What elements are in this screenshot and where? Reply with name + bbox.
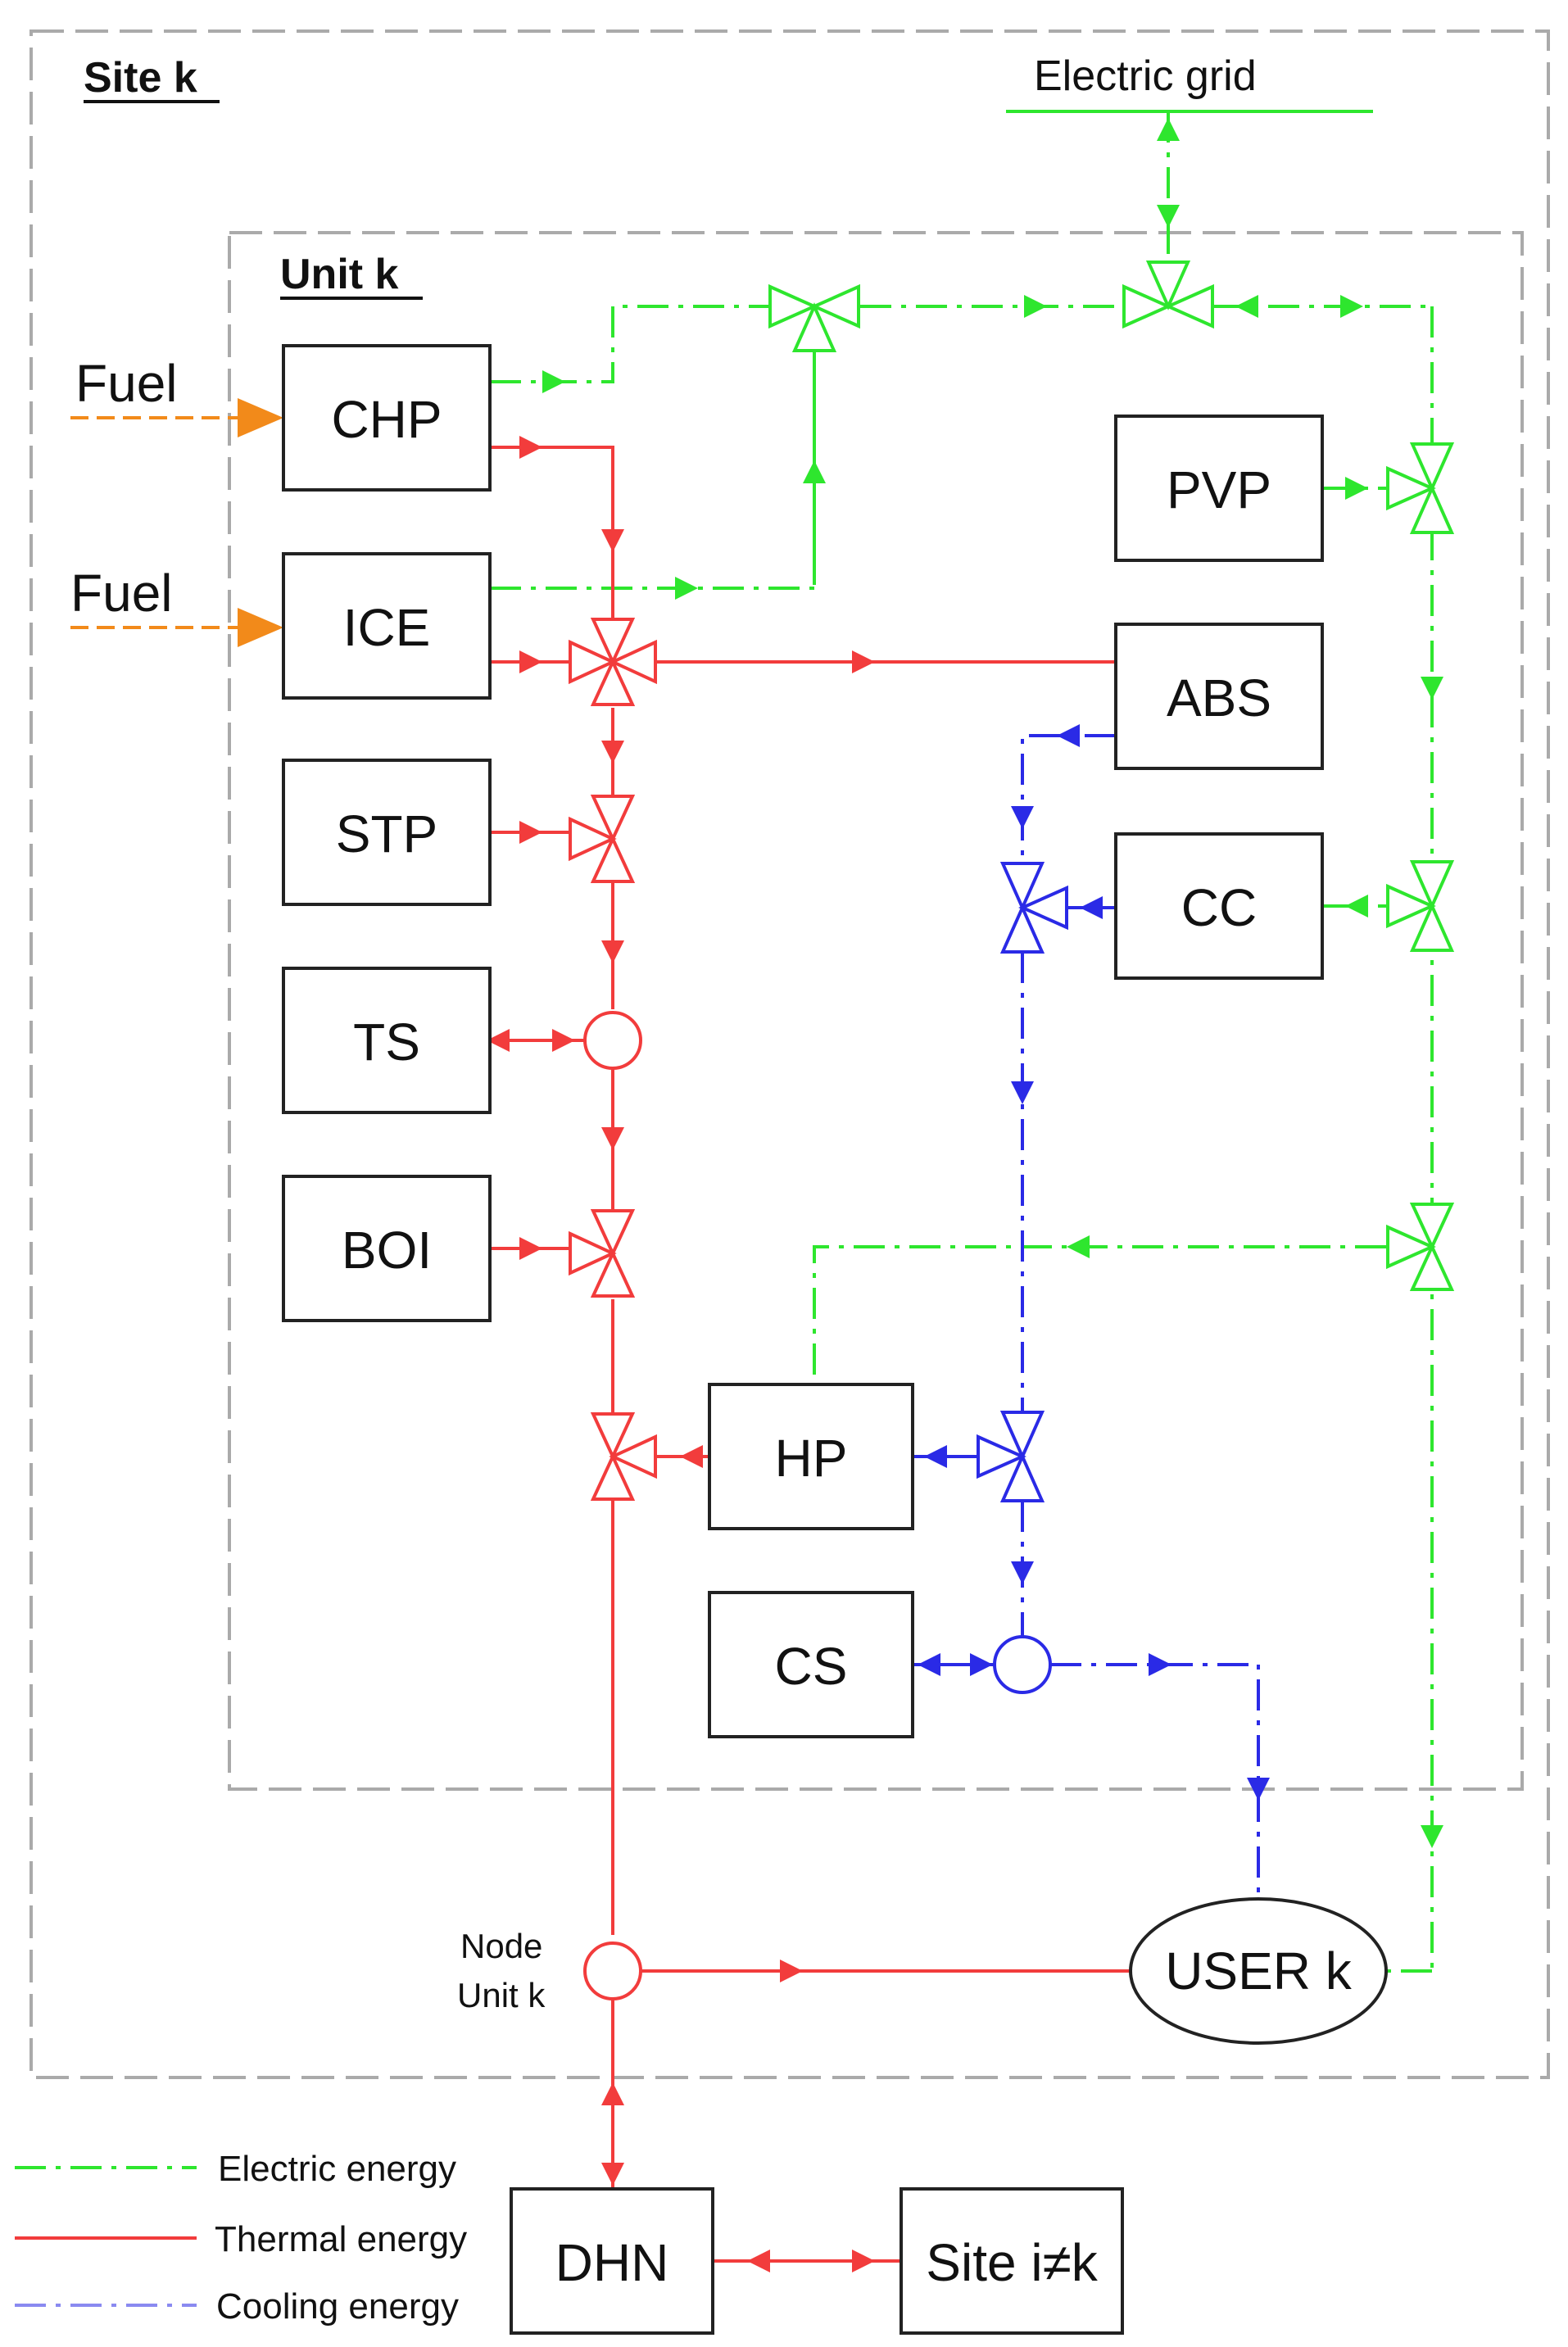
node-cooling-cs <box>993 1635 1052 1694</box>
node-thermal-ts <box>583 1011 642 1070</box>
electric-grid-label: Electric grid <box>1034 52 1257 100</box>
box-ice: ICE <box>282 552 492 700</box>
cooling-solid-links <box>913 906 1116 1666</box>
box-boi-label: BOI <box>342 1221 432 1280</box>
box-hp: HP <box>708 1383 914 1530</box>
legend-cooling-label: Cooling energy <box>216 2286 459 2327</box>
box-ts: TS <box>282 967 492 1114</box>
valve-electric-grid <box>1122 261 1214 329</box>
node-label-line2: Unit k <box>457 1976 546 2014</box>
valve-electric-1 <box>768 283 860 352</box>
box-chp-label: CHP <box>331 390 442 449</box>
box-dhn: DHN <box>510 2187 714 2335</box>
fuel-arrow-ice <box>238 608 283 647</box>
box-cs: CS <box>708 1591 914 1738</box>
box-cc: CC <box>1114 832 1324 980</box>
box-cc-label: CC <box>1181 878 1257 937</box>
fuel-label-ice: Fuel <box>70 564 173 623</box>
box-chp: CHP <box>282 344 492 492</box>
user-label: USER k <box>1165 1941 1353 2000</box>
site-boundary <box>29 29 1550 2079</box>
valve-thermal-stp <box>569 795 636 883</box>
legend: Electric energy Thermal energy Cooling e… <box>15 2149 467 2327</box>
box-ice-label: ICE <box>343 598 431 657</box>
valve-electric-hp <box>1386 1203 1455 1291</box>
valve-cooling-hp <box>977 1411 1045 1502</box>
box-boi: BOI <box>282 1175 492 1322</box>
valve-electric-cc <box>1386 860 1455 952</box>
node-unit-k <box>583 1941 642 2000</box>
thermal-network <box>490 446 1134 2263</box>
unit-label: Unit k <box>280 251 399 298</box>
node-label-line1: Node <box>460 1927 542 1965</box>
valve-thermal-boi <box>569 1209 636 1298</box>
fuel-arrow-chp <box>238 398 283 437</box>
box-stp: STP <box>282 759 492 906</box>
valve-thermal-cross <box>569 618 657 706</box>
valve-cooling-cc <box>999 862 1068 954</box>
fuel-lines <box>70 416 242 629</box>
thermal-arrows <box>487 436 875 2272</box>
box-dhn-label: DHN <box>555 2233 669 2292</box>
site-label: Site k <box>84 54 197 102</box>
valve-thermal-hp <box>590 1412 657 1501</box>
fuel-label-chp: Fuel <box>75 354 178 413</box>
legend-thermal-label: Thermal energy <box>215 2219 467 2259</box>
box-hp-label: HP <box>775 1429 848 1488</box>
electric-arrows <box>542 118 1443 1848</box>
box-site-other-label: Site i≠k <box>926 2233 1098 2292</box>
user-node: USER k <box>1129 1897 1388 2045</box>
cooling-arrows <box>918 724 1270 1801</box>
legend-electric-label: Electric energy <box>218 2149 456 2189</box>
box-site-other: Site i≠k <box>900 2187 1124 2335</box>
box-abs-label: ABS <box>1167 668 1271 727</box>
box-stp-label: STP <box>336 804 437 863</box>
box-cs-label: CS <box>775 1637 848 1696</box>
box-ts-label: TS <box>353 1013 420 1072</box>
box-pvp: PVP <box>1114 415 1324 562</box>
valve-electric-pvp <box>1386 442 1455 534</box>
box-abs: ABS <box>1114 623 1324 770</box>
unit-boundary <box>228 231 1524 1791</box>
box-pvp-label: PVP <box>1167 460 1271 519</box>
